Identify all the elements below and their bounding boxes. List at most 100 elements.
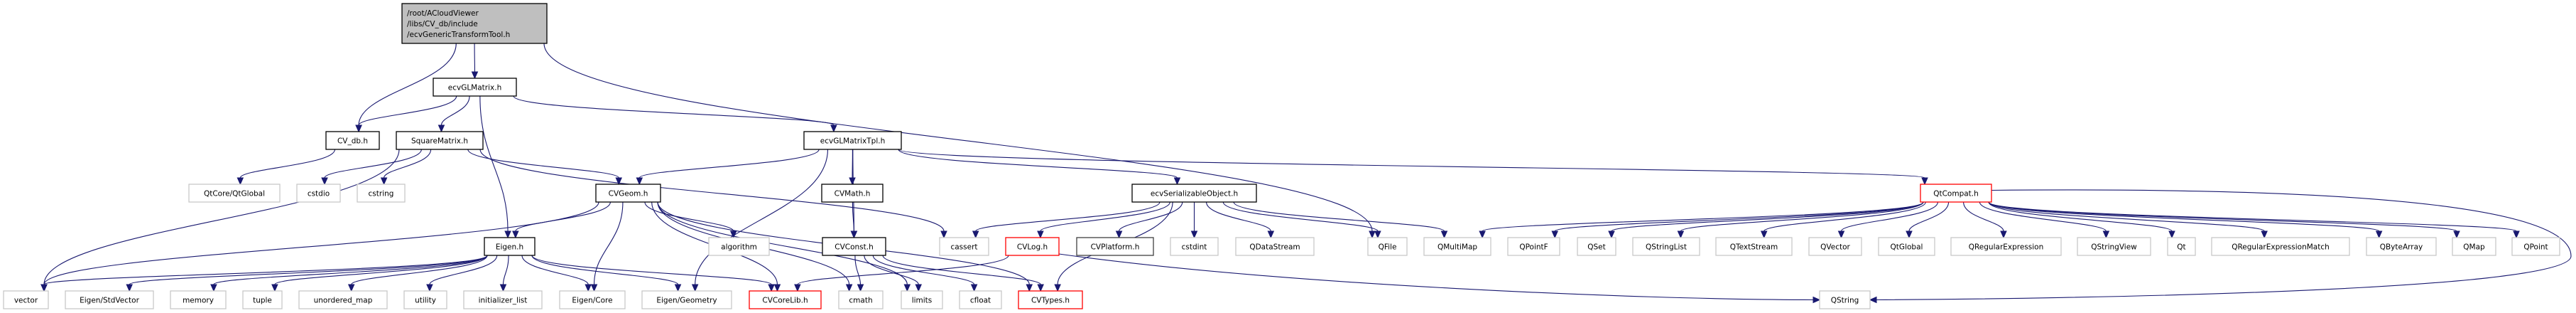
edge-ecv-serializable-object-to-qfile: [1222, 201, 1379, 232]
arrowhead-icon: [2375, 230, 2383, 239]
node-box: [821, 184, 884, 203]
node-label: cassert: [950, 243, 977, 252]
node-ecv-glmatrix-tpl-h[interactable]: ecvGLMatrixTpl.h: [803, 131, 902, 150]
arrowhead-icon: [1267, 230, 1275, 239]
edge-qt-compat-to-qstring: [1876, 189, 2572, 301]
node-box: [901, 290, 943, 309]
arrowhead-icon: [347, 284, 355, 292]
edge-eigen-to-tuple: [274, 255, 488, 285]
node-algorithm: algorithm: [708, 237, 770, 256]
node-box: [170, 290, 227, 309]
node-label: CVCoreLib.h: [762, 297, 808, 305]
edge-qt-compat-to-qt-global: [1908, 201, 1950, 232]
node-eigen-h[interactable]: Eigen.h: [484, 237, 536, 256]
node-ecv-generic-transform-tool-h[interactable]: /root/ACloudViewer/libs/CV_db/include/ec…: [401, 3, 548, 44]
arrowhead-icon: [1115, 230, 1123, 239]
node-box: [463, 290, 543, 309]
node-cvplatform-h[interactable]: CVPlatform.h: [1076, 237, 1154, 256]
edge-ecv-glmatrix-to-cv-db: [358, 95, 457, 126]
node-qfile: QFile: [1367, 237, 1408, 256]
node-label: QtCore/QtGlobal: [204, 190, 265, 198]
node-box: [1131, 184, 1257, 203]
arrowhead-icon: [271, 284, 278, 292]
node-label: QString: [1831, 297, 1859, 305]
edge-qt-compat-to-qstring-list: [1680, 201, 1924, 232]
node-label: initializer_list: [479, 297, 528, 305]
arrowhead-icon: [40, 284, 48, 292]
node-box: [1920, 184, 1992, 203]
arrowhead-icon: [2513, 230, 2520, 239]
node-qmap: QMap: [2452, 237, 2496, 256]
arrowhead-icon: [499, 284, 507, 292]
node-cvconst-h[interactable]: CVConst.h: [822, 237, 886, 256]
edge-ecv-glmatrix-to-eigen: [479, 95, 509, 232]
node-box: [403, 290, 447, 309]
arrowhead-icon: [210, 284, 217, 292]
node-label: CV_db.h: [337, 137, 368, 146]
arrowhead-icon: [794, 284, 801, 292]
node-label: QRegularExpressionMatch: [2232, 243, 2330, 252]
edge-cvgeom-to-eigen: [515, 201, 611, 232]
node-box: [2211, 237, 2350, 256]
arrowhead-icon: [504, 230, 511, 239]
arrowhead-icon: [1921, 177, 1928, 186]
arrowhead-icon: [940, 230, 947, 239]
node-cvlog-h[interactable]: CVLog.h: [1005, 237, 1060, 256]
edge-ecv-serializable-object-to-cvplatform: [1119, 201, 1183, 232]
node-label: QStringView: [2091, 243, 2137, 252]
node-label: /libs/CV_db/include: [407, 20, 478, 28]
node-label: SquareMatrix.h: [411, 137, 468, 146]
edge-qt-compat-to-qtext-stream: [1763, 201, 1926, 232]
node-square-matrix-h[interactable]: SquareMatrix.h: [396, 131, 484, 150]
node-label: QPointF: [1519, 243, 1548, 252]
edges-layer: [40, 43, 2572, 304]
arrowhead-icon: [1760, 230, 1768, 239]
node-cvcore-lib-h[interactable]: CVCoreLib.h: [749, 290, 822, 309]
node-cvtypes-h[interactable]: CVTypes.h: [1018, 290, 1083, 309]
node-qset: QSet: [1577, 237, 1616, 256]
arrowhead-icon: [237, 177, 244, 186]
edge-cvlog-to-cvcore-lib: [797, 255, 1009, 285]
node-limits: limits: [901, 290, 943, 309]
node-ecv-glmatrix-h[interactable]: ecvGLMatrix.h: [433, 78, 517, 97]
node-box: [822, 237, 886, 256]
arrowhead-icon: [471, 71, 479, 80]
node-cvgeom-h[interactable]: CVGeom.h: [595, 184, 661, 203]
node-label: ecvGLMatrixTpl.h: [820, 137, 885, 146]
node-cv-db-h[interactable]: CV_db.h: [325, 131, 380, 150]
node-cvmath-h[interactable]: CVMath.h: [821, 184, 884, 203]
node-label: QDataStream: [1249, 243, 1300, 252]
node-box: [708, 237, 770, 256]
node-ecv-serializable-object-h[interactable]: ecvSerializableObject.h: [1131, 184, 1257, 203]
edge-qt-compat-to-qregular-expression-match: [1988, 201, 2265, 232]
node-box: [1950, 237, 2062, 256]
arrowhead-icon: [590, 284, 598, 292]
arrowhead-icon: [691, 284, 699, 292]
node-cassert: cassert: [939, 237, 989, 256]
node-label: limits: [912, 297, 933, 305]
node-label: CVConst.h: [835, 243, 874, 252]
arrowhead-icon: [636, 177, 643, 186]
node-label: QTextStream: [1730, 243, 1778, 252]
node-label: QFile: [1379, 243, 1397, 252]
edge-qt-compat-to-qmap: [1988, 201, 2457, 232]
node-cmath: cmath: [838, 290, 884, 309]
node-box: [2452, 237, 2496, 256]
node-box: [396, 131, 484, 150]
node-qstring-list: QStringList: [1632, 237, 1700, 256]
arrowhead-icon: [438, 124, 445, 133]
edge-eigen-to-vector: [43, 255, 488, 285]
arrowhead-icon: [1037, 230, 1044, 239]
node-qt-compat-h[interactable]: QtCompat.h: [1920, 184, 1992, 203]
node-qt-global: QtGlobal: [1878, 237, 1935, 256]
arrowhead-icon: [674, 284, 682, 292]
node-box: [1577, 237, 1616, 256]
edge-cvmath-to-cvconst: [852, 201, 854, 232]
node-box: [2167, 237, 2196, 256]
node-label: utility: [415, 297, 436, 305]
edge-qt-compat-to-qset: [1611, 201, 1924, 232]
node-label: QByteArray: [2380, 243, 2423, 252]
node-qtext-stream: QTextStream: [1715, 237, 1793, 256]
node-qregular-expression: QRegularExpression: [1950, 237, 2062, 256]
arrowhead-icon: [380, 177, 388, 186]
